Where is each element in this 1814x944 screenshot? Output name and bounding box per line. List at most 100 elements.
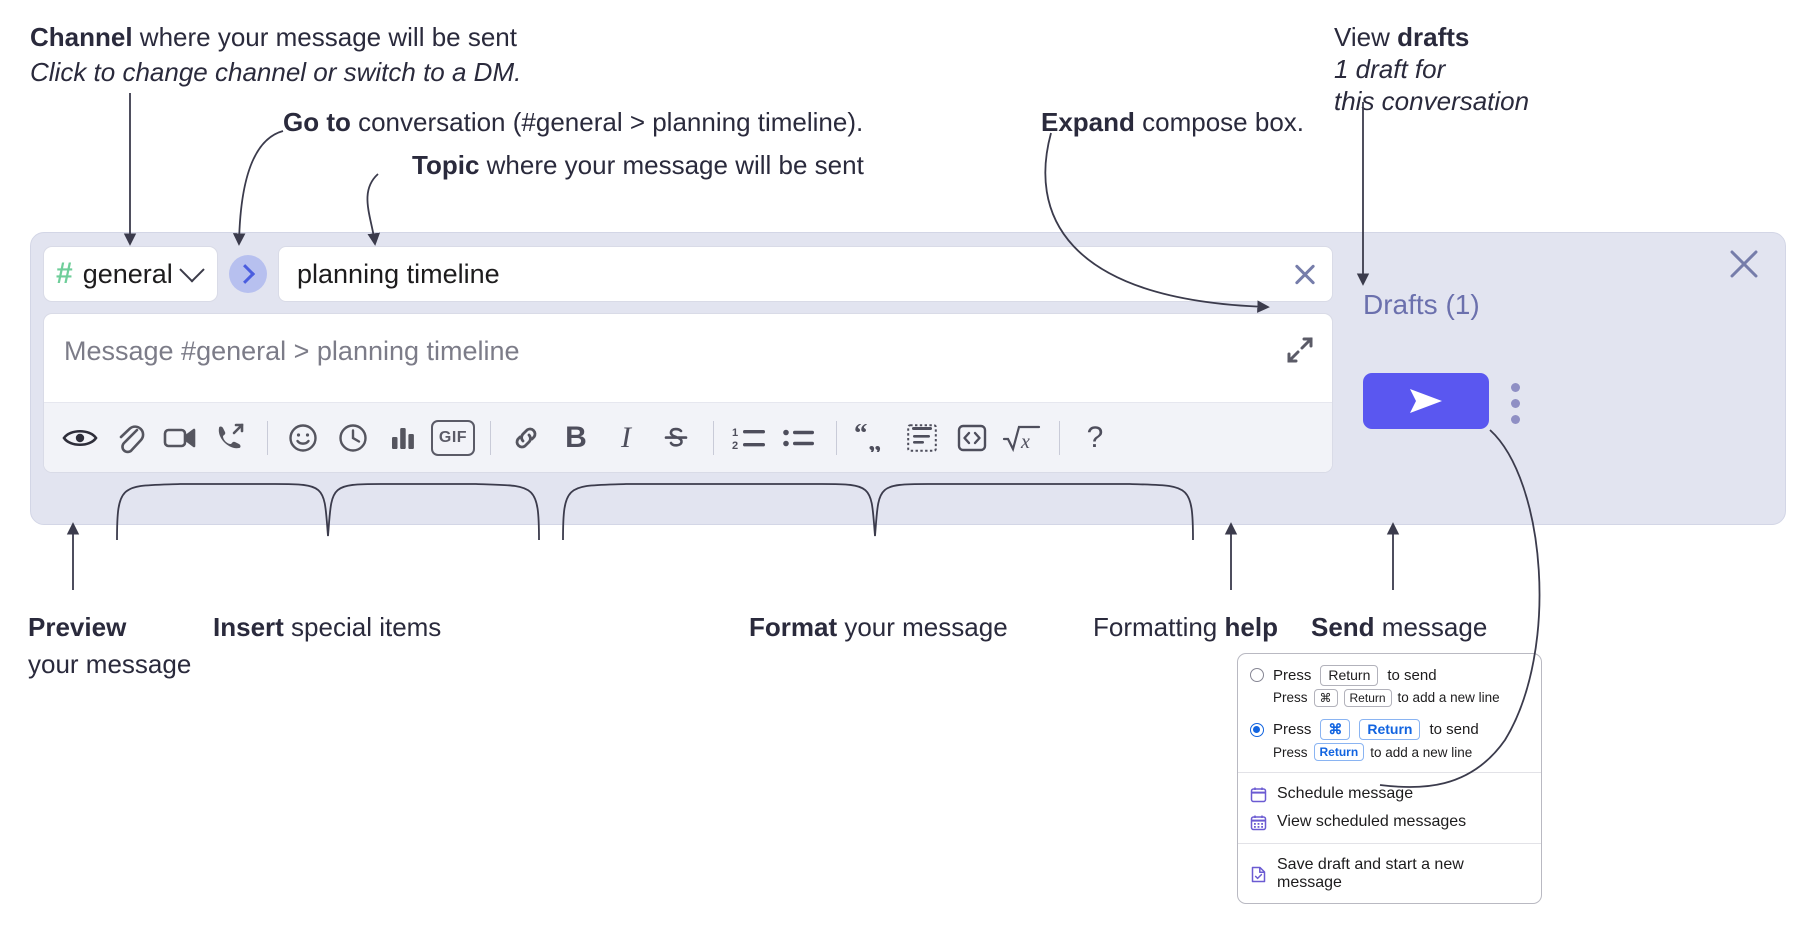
annotation-channel-bold: Channel xyxy=(30,22,133,52)
italic-label: I xyxy=(621,420,631,454)
compose-header-row: # general planning timeline xyxy=(43,243,1333,305)
topic-value: planning timeline xyxy=(297,258,500,289)
annotation-preview-bold: Preview xyxy=(28,612,127,642)
option1-sub-tail: to add a new line xyxy=(1397,690,1500,706)
svg-text:„: „ xyxy=(868,426,882,452)
annotation-send: Send message xyxy=(1311,612,1487,644)
emoji-icon[interactable] xyxy=(281,416,325,460)
menu-item-save-draft[interactable]: Save draft and start a new message xyxy=(1238,851,1541,897)
send-button[interactable] xyxy=(1363,373,1489,429)
annotation-drafts-bold: drafts xyxy=(1397,22,1470,52)
toolbar-divider xyxy=(267,420,268,455)
annotation-drafts-plain: View xyxy=(1334,22,1398,52)
annotation-send-bold: Send xyxy=(1311,612,1375,642)
option2-press: Press xyxy=(1273,721,1312,739)
code-icon[interactable] xyxy=(950,416,994,460)
annotation-drafts-italic1: 1 draft for xyxy=(1334,54,1446,84)
radio-return-to-send[interactable] xyxy=(1250,668,1264,683)
annotation-send-rest: message xyxy=(1374,612,1488,642)
italic-icon[interactable]: I xyxy=(604,416,648,460)
toolbar-divider-2 xyxy=(490,420,491,455)
drafts-link[interactable]: Drafts (1) xyxy=(1363,289,1480,320)
menu-item-label: Save draft and start a new message xyxy=(1277,856,1464,892)
formatting-toolbar: GIF B I xyxy=(44,402,1332,472)
clear-topic-icon[interactable] xyxy=(1292,261,1318,287)
annotation-format-rest: your message xyxy=(837,612,1008,642)
expand-icon[interactable] xyxy=(1286,336,1314,364)
message-placeholder: Message #general > planning timeline xyxy=(64,336,520,366)
option2-sub-tail: to add a new line xyxy=(1370,744,1473,760)
code-block-icon[interactable] xyxy=(900,416,944,460)
strikethrough-icon[interactable] xyxy=(654,416,698,460)
bold-label: B xyxy=(565,420,587,454)
bold-icon[interactable]: B xyxy=(554,416,598,460)
option1-tail: to send xyxy=(1387,666,1437,684)
compose-options-button[interactable] xyxy=(1511,383,1521,431)
annotation-goto: Go to conversation (#general > planning … xyxy=(283,107,863,139)
option-return-to-send[interactable]: Press Return to send xyxy=(1238,663,1541,688)
calendar-icon xyxy=(1250,786,1267,803)
ordered-list-icon[interactable]: 1 2 xyxy=(727,416,771,460)
annotation-drafts-line2: 1 draft for xyxy=(1334,54,1445,86)
annotation-goto-bold: Go to xyxy=(283,107,351,137)
annotation-channel: Channel where your message will be sent xyxy=(30,22,517,54)
compose-box: # general planning timeline Message #gen… xyxy=(30,232,1786,525)
key-return-sub-2: Return xyxy=(1313,742,1365,762)
blockquote-icon[interactable]: “ „ xyxy=(850,416,894,460)
channel-picker[interactable]: # general xyxy=(43,246,218,302)
gif-icon[interactable]: GIF xyxy=(431,416,475,460)
option1-press: Press xyxy=(1273,666,1312,684)
annotation-expand: Expand compose box. xyxy=(1041,107,1304,139)
close-compose-icon[interactable] xyxy=(1727,247,1761,286)
annotation-drafts-italic2: this conversation xyxy=(1334,86,1530,116)
hash-icon: # xyxy=(56,257,73,290)
annotation-insert-rest: special items xyxy=(283,612,442,642)
kebab-dot-3 xyxy=(1511,415,1520,424)
svg-text:2: 2 xyxy=(732,440,738,451)
toolbar-divider-4 xyxy=(836,420,837,455)
key-return-sub: Return xyxy=(1343,688,1392,708)
draft-check-icon xyxy=(1250,866,1267,883)
annotation-help-bold: help xyxy=(1224,612,1278,642)
audio-call-icon[interactable] xyxy=(208,416,252,460)
toolbar-divider-5 xyxy=(1059,420,1060,455)
annotation-topic-rest: where your message will be sent xyxy=(479,150,864,180)
menu-item-view-scheduled-messages[interactable]: View scheduled messages xyxy=(1238,808,1541,836)
key-return: Return xyxy=(1320,665,1379,686)
help-label: ? xyxy=(1086,420,1104,454)
menu-item-schedule-message[interactable]: Schedule message xyxy=(1238,780,1541,808)
option1-subtext: Press ⌘ Return to add a new line xyxy=(1238,688,1541,711)
annotation-goto-rest: conversation (#general > planning timeli… xyxy=(350,107,864,137)
link-icon[interactable] xyxy=(504,416,548,460)
bulleted-list-icon[interactable] xyxy=(777,416,821,460)
annotation-preview-line2: your message xyxy=(28,649,191,681)
message-input-area[interactable]: Message #general > planning timeline xyxy=(43,313,1333,473)
annotation-help: Formatting help xyxy=(1093,612,1278,644)
annotation-insert: Insert special items xyxy=(213,612,441,644)
goto-conversation-button[interactable] xyxy=(229,255,267,293)
svg-text:x: x xyxy=(1020,431,1030,453)
help-icon[interactable]: ? xyxy=(1073,416,1117,460)
svg-text:1: 1 xyxy=(732,427,738,439)
annotation-expand-bold: Expand xyxy=(1041,107,1135,137)
option-cmd-return-to-send[interactable]: Press ⌘ Return to send xyxy=(1238,717,1541,742)
math-icon[interactable]: x xyxy=(1000,416,1044,460)
send-arrow-icon xyxy=(1410,389,1442,413)
annotation-channel-rest: where your message will be sent xyxy=(132,22,517,52)
annotation-topic-bold: Topic xyxy=(412,150,480,180)
preview-icon[interactable] xyxy=(58,416,102,460)
annotation-drafts: View drafts xyxy=(1334,22,1469,54)
radio-cmd-return-to-send[interactable] xyxy=(1250,722,1264,737)
compose-options-menu: Press Return to send Press ⌘ Return to a… xyxy=(1237,653,1542,905)
compose-right-rail: Drafts (1) xyxy=(1353,233,1785,524)
menu-divider-1 xyxy=(1238,772,1541,774)
topic-input[interactable]: planning timeline xyxy=(278,246,1333,302)
clock-icon[interactable] xyxy=(331,416,375,460)
attachment-icon[interactable] xyxy=(108,416,152,460)
chevron-down-icon xyxy=(179,257,205,283)
svg-text:“: “ xyxy=(855,424,868,448)
key-command-2: ⌘ xyxy=(1320,719,1351,740)
video-icon[interactable] xyxy=(158,416,202,460)
poll-icon[interactable] xyxy=(381,416,425,460)
key-command: ⌘ xyxy=(1313,688,1338,708)
